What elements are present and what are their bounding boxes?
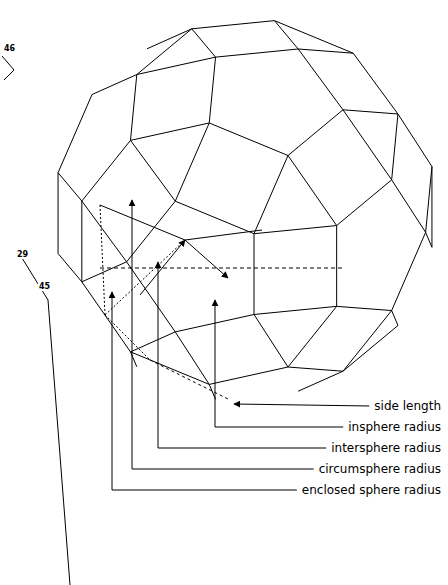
polyhedron-edge [288, 156, 337, 226]
polyhedron-edge [82, 282, 131, 352]
polyhedron-edge [130, 140, 175, 201]
polyhedron-edge [216, 49, 299, 57]
polyhedron-edge [137, 29, 192, 75]
polyhedron-edge [82, 201, 127, 262]
polyhedron-edge [343, 110, 392, 180]
radius-arrow [185, 240, 228, 278]
callout-number: 29 [16, 250, 29, 259]
polyhedron-edge [82, 140, 131, 201]
polyhedron-edge [92, 75, 137, 95]
polyhedron-edge [209, 57, 215, 123]
measure-label: intersphere radius [330, 441, 442, 455]
polyhedron-edge [130, 352, 209, 385]
polyhedron-edge [130, 332, 175, 352]
polyhedron-edge [392, 114, 398, 180]
polyhedron-edge [274, 21, 298, 49]
polyhedron-edge [343, 110, 398, 114]
polyhedron-edge [392, 180, 426, 233]
polyhedron-edge [130, 75, 136, 141]
polyhedron-edge [82, 262, 127, 282]
polyhedron-edge [274, 21, 353, 54]
polyhedron-edge [127, 201, 176, 262]
polyhedron-edge [209, 123, 288, 156]
dotted-line [105, 240, 185, 315]
polyhedron-edge [192, 21, 275, 29]
polyhedron-edge [127, 262, 176, 332]
polyhedron-edge [392, 232, 426, 310]
polyhedron-edge [254, 306, 337, 314]
polyhedron-edge [175, 332, 209, 385]
callout-number: 46 [3, 44, 16, 53]
measure-label: side length [373, 399, 442, 413]
polyhedron-edge [336, 226, 337, 307]
radius-line [185, 230, 262, 240]
polyhedron-edge [288, 110, 343, 156]
polyhedron-edge [130, 352, 136, 367]
polyhedron-edge [58, 95, 92, 173]
polyhedron-edge [426, 232, 432, 247]
polyhedron-edge [288, 306, 337, 367]
leader-line [215, 300, 343, 427]
polyhedron-edge [137, 57, 216, 74]
polyhedron-edge [398, 114, 432, 167]
polyhedron-edge [254, 314, 288, 367]
stray-lines [2, 56, 70, 585]
measure-label: circumsphere radius [318, 462, 442, 476]
polyhedron-edge [353, 53, 398, 114]
polyhedron-edge [254, 156, 288, 234]
measure-label: enclosed sphere radius [301, 483, 442, 497]
dashed-line [100, 268, 345, 269]
polyhedron-edge [81, 201, 82, 282]
polyhedron-edge [192, 29, 216, 57]
polyhedron-edge [431, 167, 432, 248]
dashed-line [150, 360, 230, 400]
polyhedron-edge [147, 29, 192, 49]
polyhedron-edge [288, 367, 343, 371]
radius-line [100, 205, 185, 240]
polyhedron-edge [298, 371, 343, 391]
polyhedron-edge [58, 173, 82, 201]
polyhedron-edge [254, 234, 255, 315]
leader-line [112, 292, 297, 490]
stray-line [22, 258, 70, 585]
polyhedron-edge [392, 311, 398, 326]
polyhedron-edge [175, 123, 209, 201]
rhombicosidodecahedron [58, 21, 432, 400]
polyhedron-edge [58, 253, 82, 281]
leader-line [234, 404, 369, 406]
leader-line [132, 200, 314, 469]
measure-label: insphere radius [347, 420, 442, 434]
polyhedron-edge [343, 325, 398, 371]
dotted-line [100, 205, 105, 315]
polyhedron-edge [337, 180, 392, 226]
callout-number: 45 [38, 282, 51, 291]
polyhedron-edge [209, 367, 288, 384]
leader-line [158, 262, 326, 448]
polyhedron-edge [130, 123, 209, 140]
radius-arrow [140, 240, 185, 295]
polyhedron-edge [337, 306, 392, 310]
polyhedron-edge [175, 201, 254, 234]
polyhedron-edge [254, 226, 337, 234]
radius-construction [100, 205, 345, 400]
polyhedron-edge [426, 167, 432, 233]
polyhedron-edge [58, 173, 59, 254]
polyhedron-edge [298, 49, 343, 110]
stray-line [2, 56, 14, 80]
polyhedron-edge [343, 311, 392, 372]
